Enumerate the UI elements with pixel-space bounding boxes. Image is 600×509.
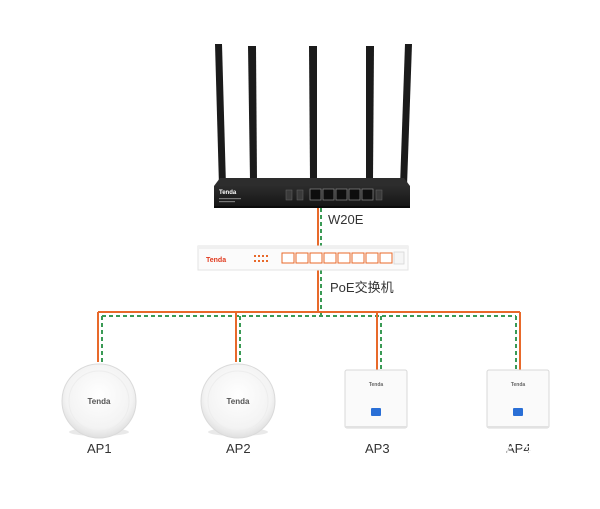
ap4-lan-port-icon [513, 408, 523, 416]
watermark-text: 硬件之家 [474, 440, 558, 464]
poe-switch-device: Tenda [197, 245, 409, 271]
ap1-ceiling-device: Tenda [61, 363, 137, 439]
cable-switch-to-aps [97, 270, 521, 370]
ap4-wall-panel-device: Tenda [486, 369, 550, 429]
ap1-label: AP1 [87, 441, 112, 456]
switch-label: PoE交换机 [330, 280, 394, 295]
ap2-ceiling-device: Tenda [200, 363, 276, 439]
ap2-label: AP2 [226, 441, 251, 456]
ap2-brand-text: Tenda [227, 397, 251, 406]
watermark-logo-icon [432, 428, 472, 474]
ap4-brand-text: Tenda [511, 382, 526, 388]
ap3-label: AP3 [365, 441, 390, 456]
ap3-brand-text: Tenda [369, 382, 384, 388]
watermark-subtext: YING JIAN ZHI JIA [476, 466, 569, 476]
ap1-brand-text: Tenda [88, 397, 112, 406]
switch-leds [254, 255, 268, 262]
router-brand-text: Tenda [219, 190, 237, 196]
router-ports [285, 188, 383, 201]
router-antennas [215, 44, 412, 186]
switch-ports [281, 252, 393, 264]
switch-brand-text: Tenda [206, 257, 226, 264]
ap3-wall-panel-device: Tenda [344, 369, 408, 429]
router-device: Tenda [214, 44, 412, 208]
ap4-label: AP4 [506, 441, 531, 456]
router-label: W20E [328, 212, 364, 227]
cable-router-to-switch [317, 208, 322, 246]
ap3-lan-port-icon [371, 408, 381, 416]
